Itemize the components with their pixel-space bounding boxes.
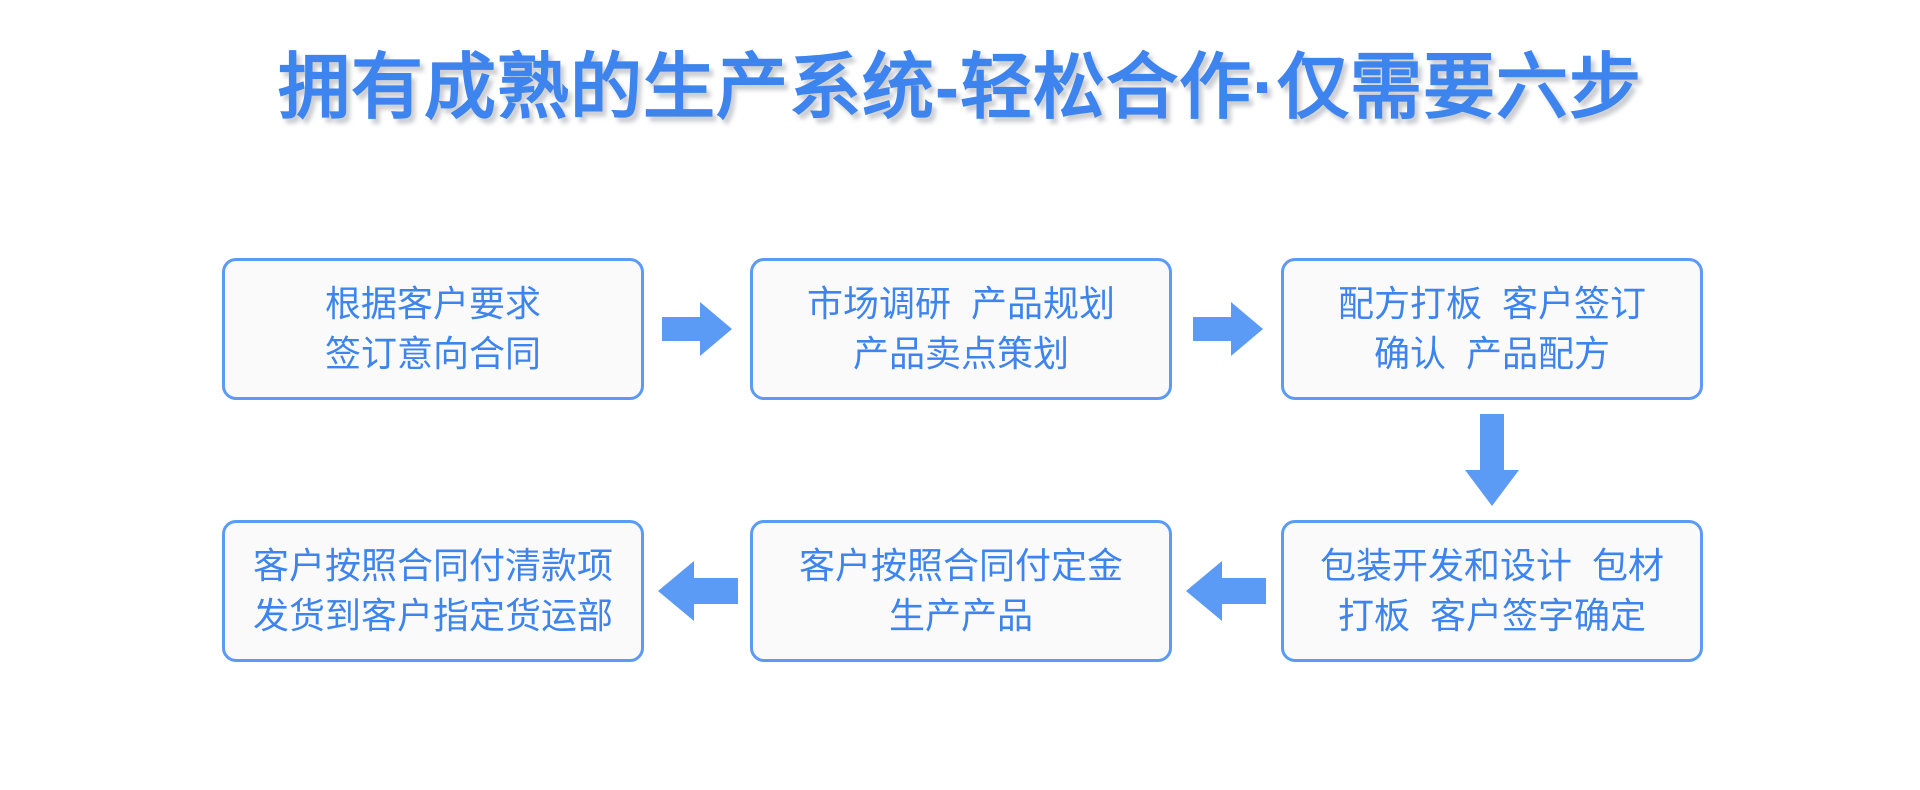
arrow-left-icon xyxy=(1186,558,1266,624)
step-box-5: 客户按照合同付定金 生产产品 xyxy=(750,520,1172,662)
step-6-line-1: 客户按照合同付清款项 xyxy=(252,545,613,587)
step-3-line-1: 配方打板 客户签订 xyxy=(1337,283,1646,325)
arrow-left-icon xyxy=(658,558,738,624)
step-4-line-2: 打板 客户签字确定 xyxy=(1337,595,1646,636)
step-5-line-1: 客户按照合同付定金 xyxy=(798,545,1123,587)
step-2-line-1: 市场调研 产品规划 xyxy=(806,283,1115,325)
step-box-3: 配方打板 客户签订 确认 产品配方 xyxy=(1281,258,1703,400)
step-6-line-2: 发货到客户指定货运部 xyxy=(252,595,613,636)
step-1-line-1: 根据客户要求 xyxy=(324,283,541,325)
page-title: 拥有成熟的生产系统-轻松合作·仅需要六步 xyxy=(278,48,1642,128)
arrow-right-icon xyxy=(1193,300,1263,358)
arrow-right-icon xyxy=(662,300,732,358)
arrow-down-icon xyxy=(1463,414,1521,506)
step-3-line-2: 确认 产品配方 xyxy=(1373,333,1610,374)
step-box-4: 包装开发和设计 包材 打板 客户签字确定 xyxy=(1281,520,1703,662)
step-box-2: 市场调研 产品规划 产品卖点策划 xyxy=(750,258,1172,400)
step-box-6: 客户按照合同付清款项 发货到客户指定货运部 xyxy=(222,520,644,662)
step-4-line-1: 包装开发和设计 包材 xyxy=(1319,545,1664,587)
step-5-line-2: 生产产品 xyxy=(888,595,1033,636)
step-2-line-2: 产品卖点策划 xyxy=(852,333,1069,374)
step-box-1: 根据客户要求 签订意向合同 xyxy=(222,258,644,400)
step-1-line-2: 签订意向合同 xyxy=(324,333,541,374)
